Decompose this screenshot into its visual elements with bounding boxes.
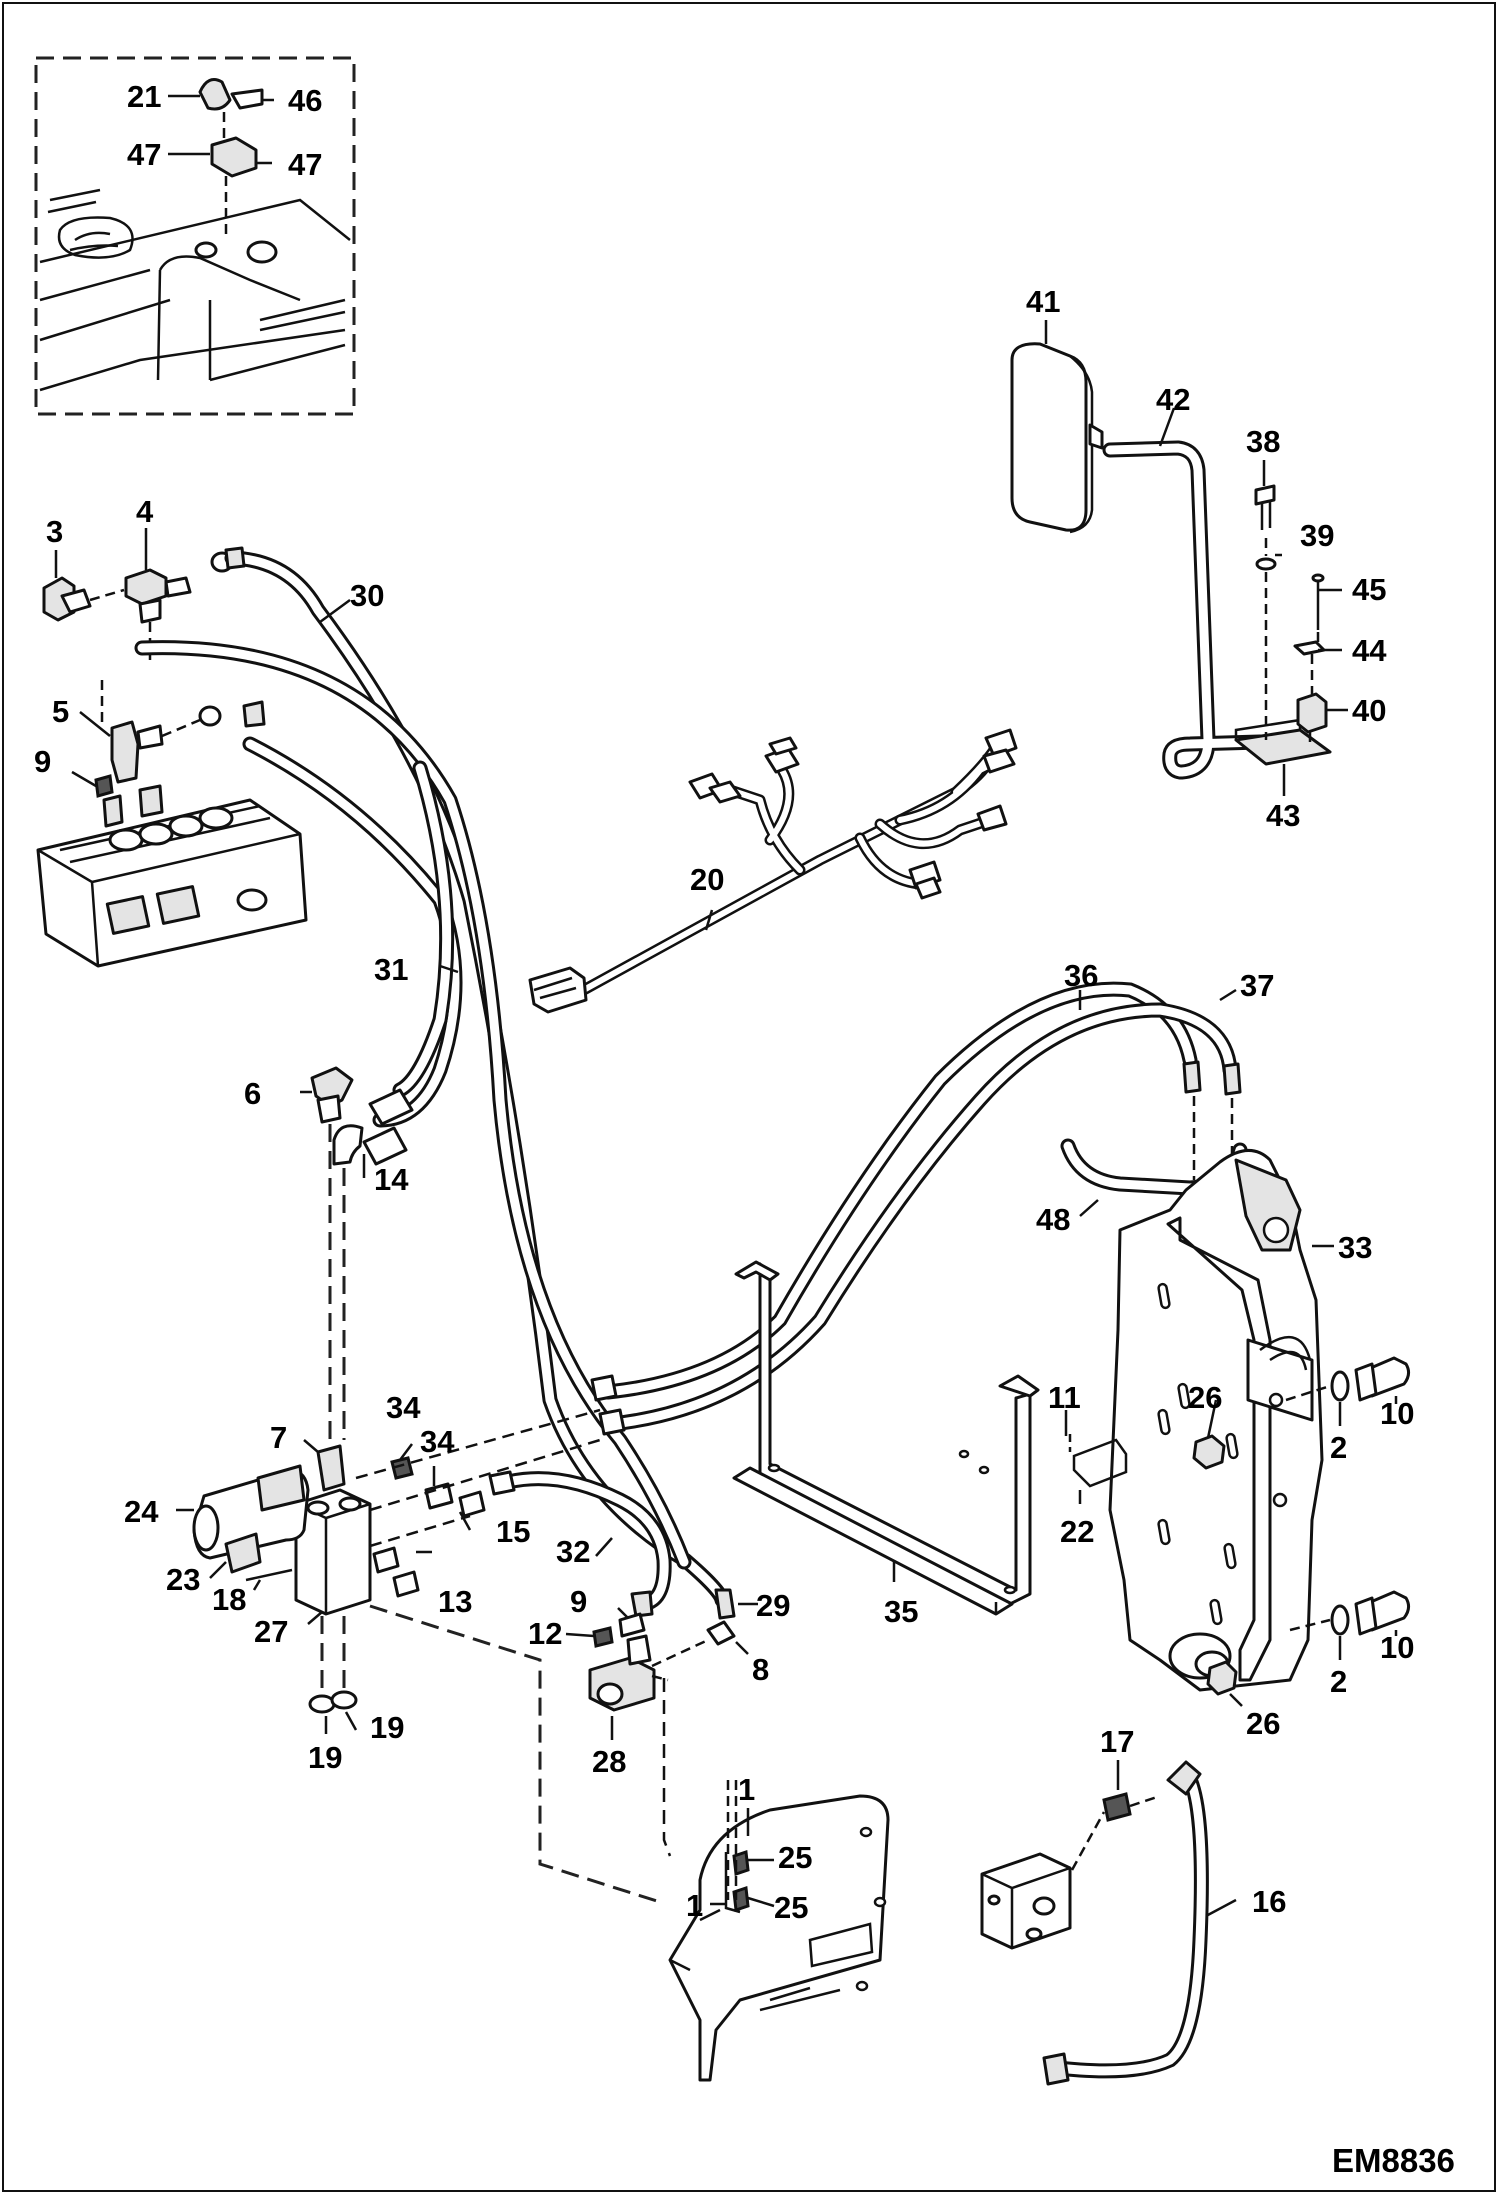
callout-16: 16 — [1252, 1884, 1286, 1919]
callout-28: 28 — [592, 1744, 626, 1779]
control-tower: 33 26 26 2 10 2 10 11 22 — [1048, 1149, 1414, 1741]
cap-clip — [230, 88, 264, 110]
callout-45: 45 — [1352, 572, 1386, 607]
callout-20: 20 — [690, 862, 724, 897]
callout-6: 6 — [244, 1076, 261, 1111]
adapter-block — [210, 136, 258, 178]
callout-4: 4 — [136, 494, 154, 529]
callout-31: 31 — [374, 952, 408, 987]
callout-3: 3 — [46, 514, 63, 549]
callout-34: 34 — [386, 1390, 421, 1425]
callout-36: 36 — [1064, 958, 1098, 993]
callout-47: 47 — [127, 137, 161, 172]
callout-43: 43 — [1266, 798, 1300, 833]
solenoid-valve-group: 6 14 7 34 34 24 23 18 27 13 15 19 19 — [124, 1066, 601, 1775]
support-bracket: 35 — [732, 1260, 1040, 1629]
callout-26: 26 — [1188, 1380, 1222, 1415]
callout-9: 9 — [34, 744, 51, 779]
mirror-bracket — [1234, 728, 1332, 766]
mounting-plate — [668, 1794, 890, 2082]
callout-2b: 2 — [1330, 1664, 1347, 1699]
callout-48: 48 — [1036, 1202, 1070, 1237]
callout-35: 35 — [884, 1594, 918, 1629]
callout-38: 38 — [1246, 424, 1280, 459]
callout-15: 15 — [496, 1514, 530, 1549]
main-valve-group: 3 4 5 9 — [34, 494, 308, 968]
callout-47b: 47 — [288, 147, 322, 182]
pressure-switch-group: 17 16 — [980, 1724, 1286, 2086]
callout-19b: 19 — [370, 1710, 404, 1745]
callout-23: 23 — [166, 1562, 200, 1597]
callout-11: 11 — [1048, 1380, 1081, 1415]
assembly-dashline — [369, 1604, 661, 1904]
drawing-reference-code: EM8836 — [1332, 2142, 1455, 2179]
callout-25b: 25 — [774, 1890, 808, 1925]
callout-30: 30 — [350, 578, 384, 613]
callout-7: 7 — [270, 1420, 287, 1455]
callout-27: 27 — [254, 1614, 288, 1649]
callout-32: 32 — [556, 1534, 590, 1569]
callout-37: 37 — [1240, 968, 1274, 1003]
callout-40: 40 — [1352, 693, 1386, 728]
callout-19: 19 — [308, 1740, 342, 1775]
callout-24: 24 — [124, 1494, 159, 1529]
inset-detail: 21 46 47 47 — [34, 56, 356, 416]
callout-21: 21 — [127, 79, 161, 114]
small-valve-group: 9 12 8 28 — [528, 1584, 769, 1857]
callout-34b: 34 — [420, 1424, 455, 1459]
small-valve — [588, 1656, 656, 1712]
callout-22: 22 — [1060, 1514, 1094, 1549]
callout-25: 25 — [778, 1840, 812, 1875]
callout-8: 8 — [752, 1652, 769, 1687]
callout-26b: 26 — [1246, 1706, 1280, 1741]
switch-block — [980, 1852, 1072, 1950]
callout-46: 46 — [288, 83, 322, 118]
hoses-right: 36 37 48 — [590, 958, 1274, 1436]
callout-1: 1 — [738, 1772, 755, 1807]
wiring-harness: 20 — [528, 728, 1018, 1014]
breather-cap — [198, 78, 232, 111]
control-valve-body — [36, 798, 308, 968]
callout-13: 13 — [438, 1584, 472, 1619]
callout-9b: 9 — [570, 1584, 587, 1619]
hoses-left: 30 31 32 29 — [134, 546, 790, 1623]
callout-29: 29 — [756, 1588, 790, 1623]
solenoid-valve-body — [294, 1488, 372, 1616]
lower-bracket: 1 1 25 25 — [668, 1772, 890, 2082]
inset-border — [34, 56, 356, 416]
callout-42: 42 — [1156, 382, 1190, 417]
callout-41: 41 — [1026, 284, 1060, 319]
callout-14: 14 — [374, 1162, 409, 1197]
callout-5: 5 — [52, 694, 69, 729]
callout-10b: 10 — [1380, 1630, 1414, 1665]
callout-1b: 1 — [686, 1888, 703, 1923]
callout-18: 18 — [212, 1582, 246, 1617]
mirror-assembly: 41 42 38 39 45 44 40 43 — [1010, 284, 1387, 833]
callout-17: 17 — [1100, 1724, 1134, 1759]
callout-33: 33 — [1338, 1230, 1372, 1265]
callout-44: 44 — [1352, 633, 1387, 668]
callout-12: 12 — [528, 1616, 562, 1651]
callout-2: 2 — [1330, 1430, 1347, 1465]
callout-39: 39 — [1300, 518, 1334, 553]
callout-10: 10 — [1380, 1396, 1414, 1431]
mirror — [1010, 342, 1088, 532]
